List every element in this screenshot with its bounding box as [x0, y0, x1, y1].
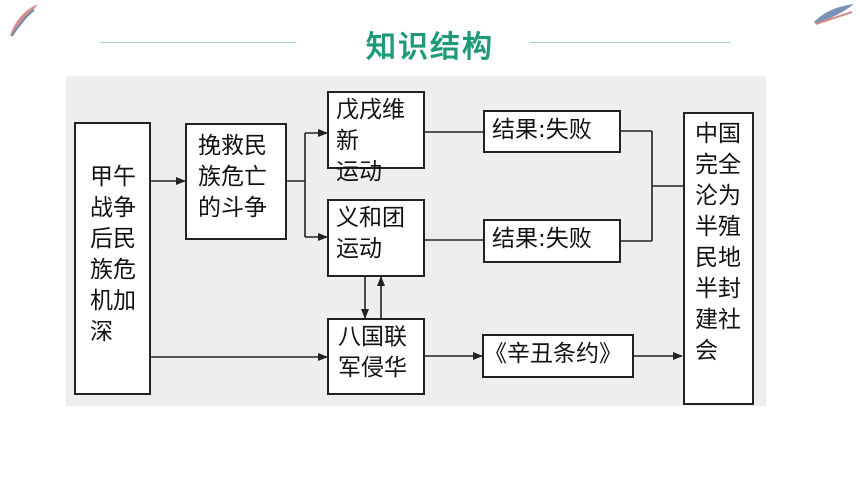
feather-decoration-left [10, 4, 38, 37]
node-cause: 甲午 战争 后民 族危 机加 深 [74, 122, 151, 395]
node-reform: 戊戌维新 运动 [327, 91, 425, 185]
node-result-reform: 结果:失败 [483, 110, 621, 153]
page-title: 知识结构 [366, 30, 494, 65]
title-rule-right [530, 42, 730, 43]
node-treaty: 《辛丑条约》 [482, 334, 634, 378]
node-boxer: 义和团 运动 [327, 199, 425, 277]
node-struggle: 挽救民 族危亡 的斗争 [185, 123, 287, 240]
node-invasion: 八国联 军侵华 [327, 318, 425, 395]
node-outcome: 中国 完全 沦为 半殖 民地 半封 建社 会 [683, 112, 754, 405]
node-result-boxer: 结果:失败 [483, 219, 621, 263]
title-rule-left [100, 42, 296, 43]
feather-decoration-right [814, 4, 854, 25]
